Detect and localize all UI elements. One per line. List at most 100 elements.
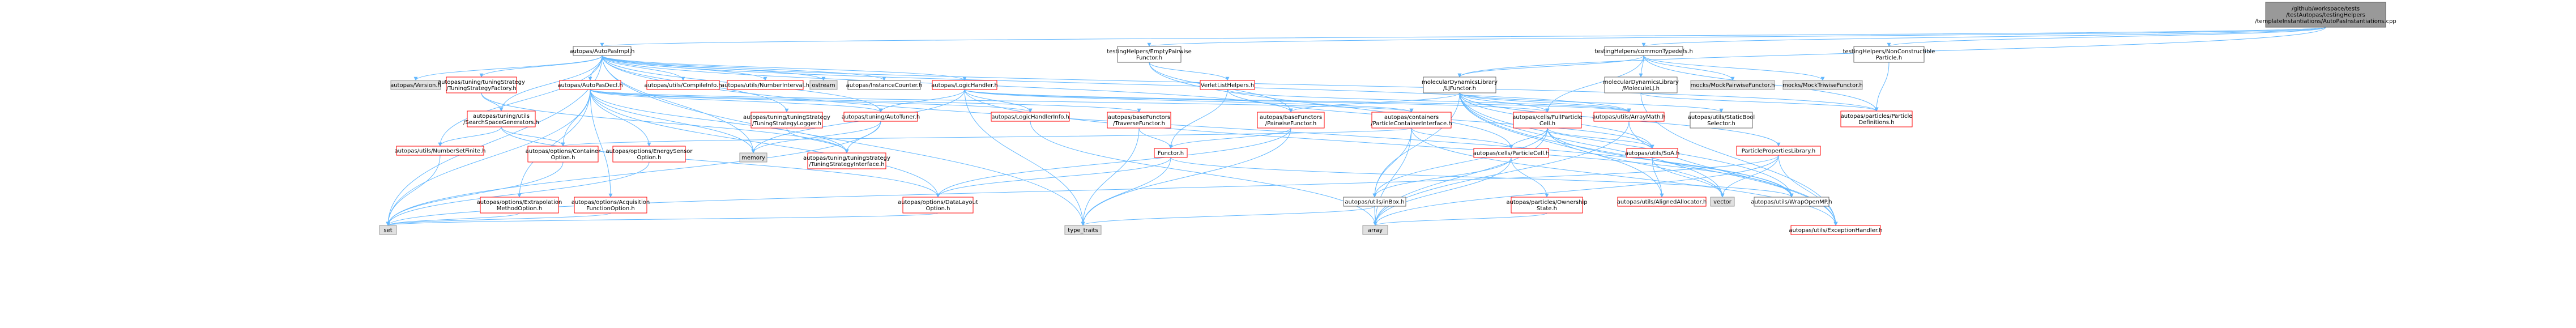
node-array: array [1362, 225, 1388, 235]
node-label-fullparticlecell-line-0: autopas/cells/FullParticle [1512, 114, 1582, 121]
node-basefunctorpairwise[interactable]: autopas/baseFunctors/PairwiseFunctor.h [1257, 112, 1325, 129]
node-label-extrapolation-line-1: MethodOption.h [497, 206, 542, 212]
node-box-tuningstrategyif [807, 152, 886, 169]
edge-commontypedefs-to-mocktriwise [1643, 55, 1825, 81]
edge-root-to-autopasimpl [600, 27, 2326, 47]
node-label-nonconstructible-line-0: testingHelpers/NonConstructible [1843, 49, 1935, 55]
node-functor[interactable]: Functor.h [1154, 148, 1188, 158]
node-particlecell[interactable]: autopas/cells/ParticleCell.h [1473, 148, 1550, 158]
edge-mdlibljfunctor-to-fullparticlecell [1459, 92, 1550, 113]
node-label-root-line-2: /templateInstantiations/AutoPasInstantia… [2255, 19, 2396, 25]
node-autopasdecl[interactable]: autopas/AutoPasDecl.h [557, 80, 623, 90]
node-commontypedefs[interactable]: testingHelpers/commonTypedefs.h [1594, 46, 1693, 56]
node-label-basefunctortraverse-line-0: autopas/baseFunctors [1108, 114, 1170, 121]
node-label-tuningstrategyfactory-line-0: autopas/tuning/tuningStrategy [438, 79, 525, 86]
node-autopasimpl[interactable]: autopas/AutoPasImpl.h [569, 46, 635, 56]
node-nonconstructible[interactable]: testingHelpers/NonConstructibleParticle.… [1843, 46, 1935, 63]
edge-basefunctortraverse-to-typetraits [1081, 127, 1140, 226]
edge-ownershipstate-to-array [1373, 212, 1547, 226]
node-label-mockpairwise-line-0: mocks/MockPairwiseFunctor.h [1691, 83, 1775, 89]
nodes-layer: /github/workspace/tests/testAutopas/test… [379, 2, 2396, 235]
edge-autopasdecl-to-logichandlerinfo [590, 89, 1033, 113]
edge-mdlibljfunctor-to-arraymath [1459, 92, 1631, 113]
node-acquisition[interactable]: autopas/options/AcquisitionFunctionOptio… [572, 197, 650, 214]
node-box-verletlisthelpers [1200, 80, 1255, 90]
node-wrapopenmp[interactable]: autopas/utils/WrapOpenMP.h [1751, 197, 1832, 207]
node-logichandler[interactable]: autopas/LogicHandler.h [931, 80, 998, 90]
edge-autopasimpl-to-logichandler [602, 55, 967, 81]
node-tuningstrategyfactory[interactable]: autopas/tuning/tuningStrategy/TuningStra… [438, 76, 525, 93]
node-verletlisthelpers[interactable]: VerletListHelpers.h [1200, 80, 1255, 90]
node-label-functor-line-0: Functor.h [1158, 151, 1184, 157]
node-label-particlepropertieslib-line-0: ParticlePropertiesLibrary.h [1742, 148, 1816, 155]
node-label-mocktriwise-line-0: mocks/MockTriwiseFunctor.h [1782, 83, 1863, 89]
edge-logichandler-to-arraymath [964, 89, 1631, 113]
edge-functor-to-wrapopenmp [1170, 157, 1794, 198]
node-label-verletlisthelpers-line-0: VerletListHelpers.h [1201, 83, 1254, 89]
node-numbersetfinite[interactable]: autopas/utils/NumberSetFinite.h [394, 146, 486, 156]
node-label-numbersetfinite-line-0: autopas/utils/NumberSetFinite.h [394, 148, 485, 155]
node-inbox[interactable]: autopas/utils/inBox.h [1343, 197, 1406, 207]
node-autotuner[interactable]: autopas/tuning/AutoTuner.h [842, 112, 920, 122]
node-label-ownershipstate-line-1: State.h [1537, 206, 1557, 212]
edge-logichandler-to-particlecontainerif [964, 89, 1414, 113]
node-label-acquisition-line-1: FunctionOption.h [586, 206, 634, 212]
edge-autopasimpl-to-version [413, 55, 603, 81]
node-memory: memory [739, 152, 767, 163]
node-basefunctortraverse[interactable]: autopas/baseFunctors/TraverseFunctor.h [1107, 112, 1171, 129]
edge-commontypedefs-to-mockpairwise [1643, 55, 1735, 81]
node-label-instancecounter-line-0: autopas/InstanceCounter.h [846, 83, 923, 89]
edge-logichandler-to-typetraits [964, 89, 1085, 226]
edges-layer [386, 27, 2326, 226]
edge-autopasdecl-to-datalayout [590, 89, 940, 198]
node-alignedallocator[interactable]: autopas/utils/AlignedAllocator.h [1617, 197, 1707, 207]
node-logichandlerinfo[interactable]: autopas/LogicHandlerInfo.h [991, 112, 1070, 122]
edge-inbox-to-typetraits [1081, 206, 1375, 226]
node-root: /github/workspace/tests/testAutopas/test… [2255, 2, 2396, 28]
edge-autopasdecl-to-autotuner [590, 89, 883, 113]
edge-particlecell-to-inbox [1372, 157, 1512, 198]
node-box-searchspacegen [467, 110, 536, 127]
node-soa[interactable]: autopas/utils/SoA.h [1625, 148, 1680, 158]
node-particlecontainerif[interactable]: autopas/containers/ParticleContainerInte… [1371, 112, 1452, 129]
edge-energysensor-to-set [386, 161, 650, 226]
node-searchspacegen[interactable]: autopas/tuning/utils/SearchSpaceGenerato… [463, 110, 539, 127]
node-extrapolation[interactable]: autopas/options/ExtrapolationMethodOptio… [477, 197, 562, 214]
node-label-logichandler-line-0: autopas/LogicHandler.h [931, 83, 998, 89]
node-box-soa [1626, 148, 1678, 158]
node-exceptionhandler[interactable]: autopas/utils/ExceptionHandler.h [1789, 225, 1883, 235]
node-box-root [2265, 2, 2386, 28]
node-box-commontypedefs [1604, 46, 1683, 56]
node-particlepropertieslib[interactable]: ParticlePropertiesLibrary.h [1736, 146, 1821, 156]
edge-autopasimpl-to-typetraits [602, 55, 1085, 226]
node-instancecounter[interactable]: autopas/InstanceCounter.h [846, 80, 923, 90]
node-label-array-line-0: array [1368, 228, 1383, 234]
edge-mdlibljfunctor-to-wrapopenmp [1459, 92, 1794, 198]
node-tuningstrategyif[interactable]: autopas/tuning/tuningStrategy/TuningStra… [803, 152, 890, 169]
edge-logichandler-to-logichandlerinfo [964, 89, 1033, 113]
node-box-functor [1154, 148, 1188, 158]
node-tuningstrategylogger[interactable]: autopas/tuning/tuningStrategy/TuningStra… [743, 112, 830, 129]
node-label-alignedallocator-line-0: autopas/utils/AlignedAllocator.h [1617, 199, 1707, 206]
edge-fullparticlecell-to-vector [1547, 127, 1725, 198]
node-mdlibljfunctor[interactable]: molecularDynamicsLibrary/LJFunctor.h [1422, 76, 1498, 93]
node-numberinterval[interactable]: autopas/utils/NumberInterval.h [721, 80, 809, 90]
node-label-nonconstructible-line-1: Particle.h [1876, 55, 1902, 61]
node-compileinfo[interactable]: autopas/utils/CompileInfo.h [644, 80, 722, 90]
edge-tuningstrategylogger-to-tuningstrategyif [786, 127, 849, 154]
node-box-compileinfo [646, 80, 720, 90]
edge-autopasimpl-to-numbersetfinite [438, 55, 603, 147]
node-mdlibmoleculelj[interactable]: molecularDynamicsLibrary/MoleculeLJ.h [1603, 76, 1679, 93]
node-label-autotuner-line-0: autopas/tuning/AutoTuner.h [842, 114, 920, 121]
edge-logichandler-to-fullparticlecell [964, 89, 1550, 113]
edge-root-to-commontypedefs [1641, 27, 2326, 47]
node-arraymath[interactable]: autopas/utils/ArrayMath.h [1592, 112, 1666, 122]
